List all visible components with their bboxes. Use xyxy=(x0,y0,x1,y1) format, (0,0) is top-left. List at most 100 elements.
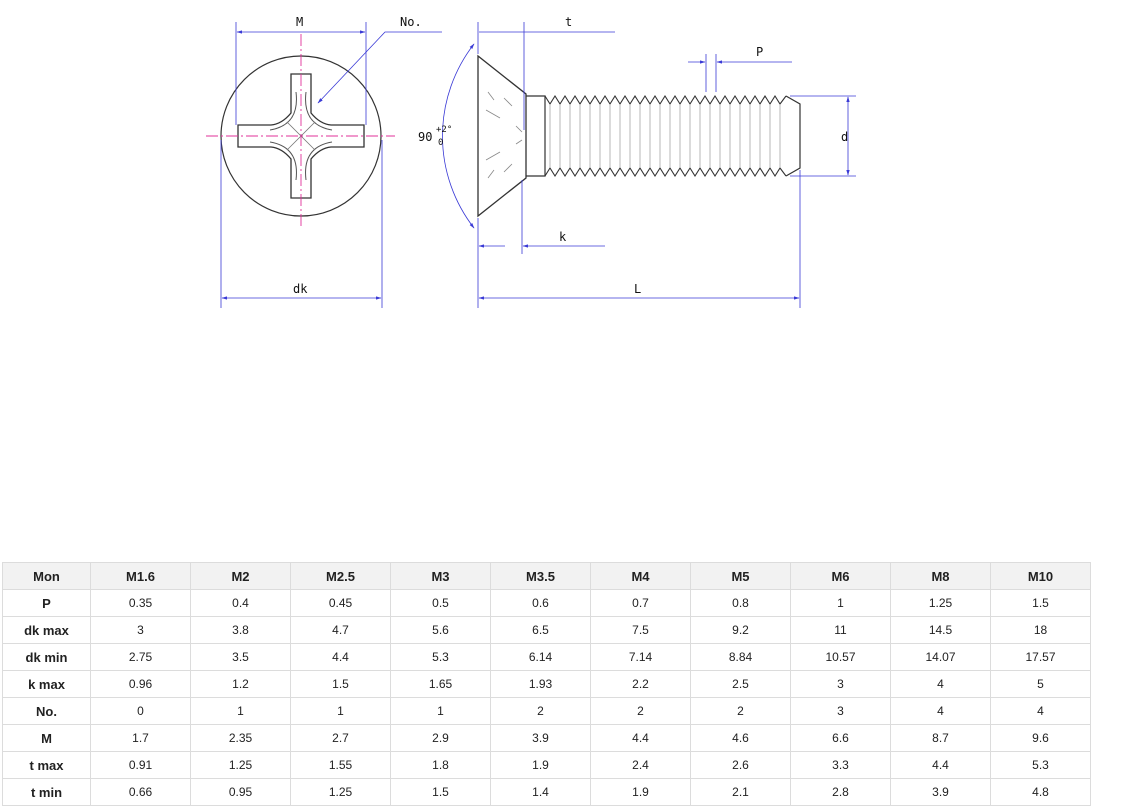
no-label: No. xyxy=(400,15,422,29)
m-label: M xyxy=(296,15,303,29)
table-cell: 5.3 xyxy=(390,643,491,671)
table-cell: 5 xyxy=(990,670,1091,698)
p-label: P xyxy=(756,45,763,59)
header-size-cell: M4 xyxy=(590,562,691,590)
table-cell: 2.4 xyxy=(590,751,691,779)
table-cell: 4.7 xyxy=(290,616,391,644)
table-cell: 1.7 xyxy=(90,724,191,752)
table-cell: 3 xyxy=(90,616,191,644)
table-cell: 1 xyxy=(290,697,391,725)
table-cell: 8.7 xyxy=(890,724,991,752)
table-cell: 17.57 xyxy=(990,643,1091,671)
table-cell: 1.25 xyxy=(190,751,291,779)
no-leader-line xyxy=(317,31,442,104)
table-cell: 4 xyxy=(890,670,991,698)
table-cell: 4 xyxy=(990,697,1091,725)
header-size-cell: M2 xyxy=(190,562,291,590)
row-label-cell: dk max xyxy=(2,616,91,644)
table-cell: 7.5 xyxy=(590,616,691,644)
table-cell: 9.6 xyxy=(990,724,1091,752)
header-size-cell: M2.5 xyxy=(290,562,391,590)
k-label: k xyxy=(559,230,567,244)
row-label-cell: P xyxy=(2,589,91,617)
header-size-cell: M1.6 xyxy=(90,562,191,590)
table-cell: 1.25 xyxy=(890,589,991,617)
row-label-cell: dk min xyxy=(2,643,91,671)
table-cell: 10.57 xyxy=(790,643,891,671)
table-cell: 0.5 xyxy=(390,589,491,617)
table-cell: 14.07 xyxy=(890,643,991,671)
header-size-cell: M10 xyxy=(990,562,1091,590)
table-cell: 0.8 xyxy=(690,589,791,617)
dk-label: dk xyxy=(293,282,308,296)
table-cell: 5.3 xyxy=(990,751,1091,779)
row-label-cell: k max xyxy=(2,670,91,698)
table-cell: 1.9 xyxy=(490,751,591,779)
table-cell: 3.9 xyxy=(890,778,991,806)
table-cell: 1.8 xyxy=(390,751,491,779)
table-cell: 3.3 xyxy=(790,751,891,779)
table-cell: 6.5 xyxy=(490,616,591,644)
table-cell: 1.25 xyxy=(290,778,391,806)
table-cell: 6.14 xyxy=(490,643,591,671)
table-cell: 1.55 xyxy=(290,751,391,779)
table-cell: 2.7 xyxy=(290,724,391,752)
table-cell: 2 xyxy=(490,697,591,725)
table-cell: 1 xyxy=(190,697,291,725)
table-cell: 1.4 xyxy=(490,778,591,806)
table-cell: 2.5 xyxy=(690,670,791,698)
row-label-cell: M xyxy=(2,724,91,752)
table-cell: 4.8 xyxy=(990,778,1091,806)
screw-technical-drawing: M No. dk 90 +2° 0 t P xyxy=(206,15,856,308)
table-cell: 0.66 xyxy=(90,778,191,806)
header-label-cell: Mon xyxy=(2,562,91,590)
table-cell: 9.2 xyxy=(690,616,791,644)
table-cell: 4.6 xyxy=(690,724,791,752)
thread-flank-lines xyxy=(549,104,781,168)
row-label-cell: No. xyxy=(2,697,91,725)
table-cell: 1.5 xyxy=(390,778,491,806)
table-cell: 3.9 xyxy=(490,724,591,752)
table-cell: 2.9 xyxy=(390,724,491,752)
table-cell: 4 xyxy=(890,697,991,725)
table-cell: 2 xyxy=(590,697,691,725)
header-size-cell: M6 xyxy=(790,562,891,590)
angle-label: 90 xyxy=(418,130,432,144)
table-cell: 2.8 xyxy=(790,778,891,806)
table-cell: 2.35 xyxy=(190,724,291,752)
table-cell: 1.9 xyxy=(590,778,691,806)
header-size-cell: M5 xyxy=(690,562,791,590)
angle-tolerance-upper: +2° xyxy=(436,125,452,135)
table-cell: 0.91 xyxy=(90,751,191,779)
table-cell: 0.95 xyxy=(190,778,291,806)
table-cell: 7.14 xyxy=(590,643,691,671)
table-cell: 1.5 xyxy=(990,589,1091,617)
table-cell: 1 xyxy=(790,589,891,617)
table-cell: 2.6 xyxy=(690,751,791,779)
table-cell: 18 xyxy=(990,616,1091,644)
table-cell: 3 xyxy=(790,670,891,698)
head-recess-marks xyxy=(485,91,523,179)
table-cell: 14.5 xyxy=(890,616,991,644)
table-cell: 2.2 xyxy=(590,670,691,698)
t-label: t xyxy=(565,15,572,29)
screw-side-view: 90 +2° 0 t P d k L xyxy=(418,15,856,308)
recess-inner-curves xyxy=(269,91,333,181)
table-cell: 11 xyxy=(790,616,891,644)
table-cell: 0.6 xyxy=(490,589,591,617)
table-cell: 1.65 xyxy=(390,670,491,698)
phillips-recess xyxy=(237,73,365,199)
table-cell: 1.2 xyxy=(190,670,291,698)
table-cell: 6.6 xyxy=(790,724,891,752)
header-size-cell: M3 xyxy=(390,562,491,590)
table-cell: 1.93 xyxy=(490,670,591,698)
table-cell: 1.5 xyxy=(290,670,391,698)
table-cell: 8.84 xyxy=(690,643,791,671)
